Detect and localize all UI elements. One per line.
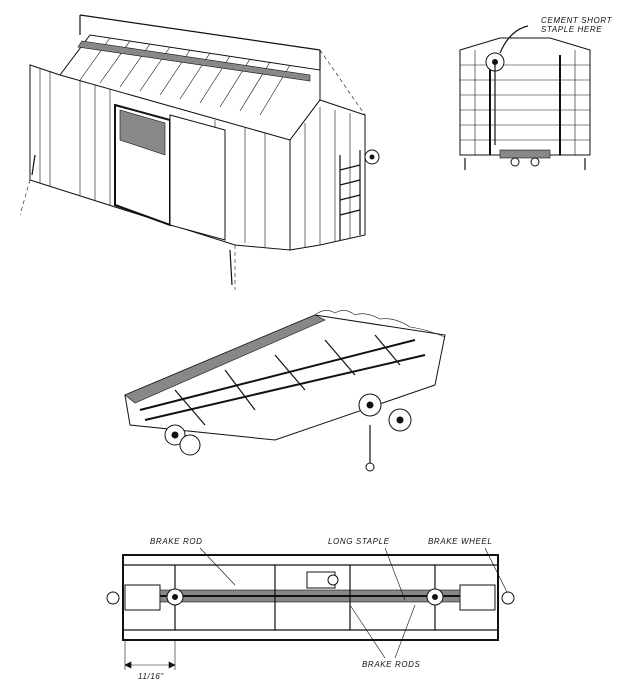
boxcar-isometric-drawing	[20, 5, 390, 290]
long-staple-label: LONG STAPLE	[328, 537, 390, 546]
cement-short-staple-label-line1: CEMENT SHORT	[541, 16, 613, 25]
brake-rod-label: BRAKE ROD	[150, 537, 203, 546]
underframe-plan-drawing	[95, 540, 525, 690]
boxcar-end-view	[440, 10, 620, 180]
cement-short-staple-label-line2: STAPLE HERE	[541, 25, 603, 34]
underframe-perspective-drawing	[115, 295, 455, 480]
brake-wheel-label: BRAKE WHEEL	[428, 537, 493, 546]
brake-rods-label: BRAKE RODS	[362, 660, 421, 669]
dimension-label: 11/16"	[138, 672, 164, 681]
